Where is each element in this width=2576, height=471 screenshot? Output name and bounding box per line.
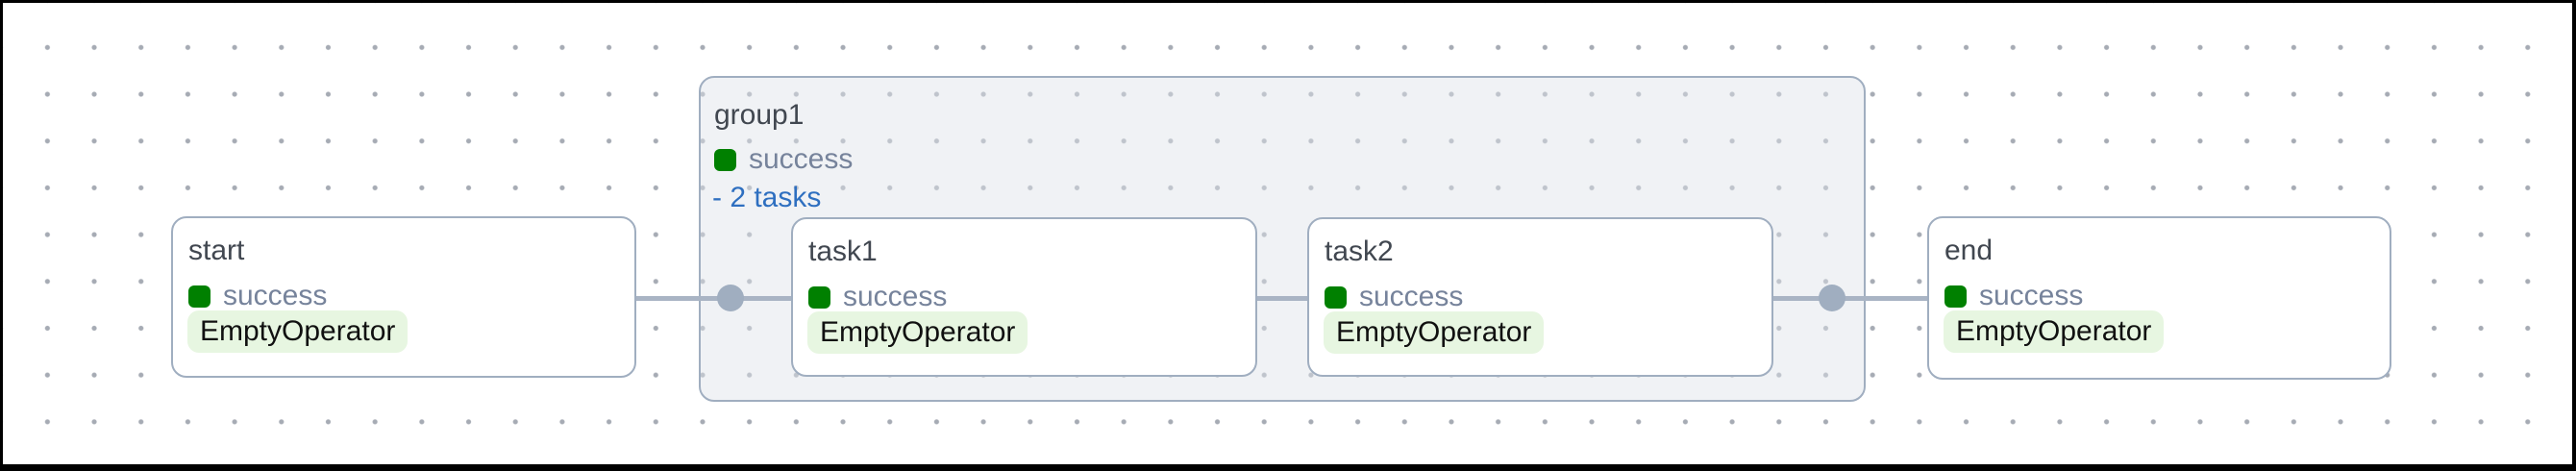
task-title: start: [188, 235, 245, 266]
task-operator-row: EmptyOperator: [807, 311, 1028, 354]
task-status-row: success: [1944, 282, 2083, 310]
task-status-label: success: [843, 281, 948, 312]
group-status-row: success: [714, 145, 853, 174]
group-status-label: success: [749, 143, 854, 175]
task-title: task1: [808, 236, 878, 267]
edge-task2-to-end: [1773, 296, 1927, 301]
task-status-label: success: [1979, 280, 2084, 311]
operator-badge: EmptyOperator: [1324, 311, 1545, 354]
group-input-port: [717, 285, 744, 311]
edge-start-to-task1: [636, 296, 791, 301]
task-operator-row: EmptyOperator: [1324, 311, 1545, 354]
success-status-square-icon: [714, 148, 736, 171]
task-node-end[interactable]: end success EmptyOperator: [1927, 216, 2391, 380]
success-status-square-icon: [188, 285, 211, 308]
task-node-start[interactable]: start success EmptyOperator: [171, 216, 636, 378]
operator-badge: EmptyOperator: [807, 311, 1028, 354]
task-operator-row: EmptyOperator: [1944, 310, 2165, 353]
task-title: task2: [1325, 236, 1394, 267]
task-status-row: success: [1325, 283, 1463, 311]
task-node-task1[interactable]: task1 success EmptyOperator: [791, 217, 1257, 377]
task-status-label: success: [1359, 281, 1464, 312]
group-title: group1: [714, 99, 805, 131]
group-collapse-toggle[interactable]: - 2 tasks: [712, 182, 822, 213]
operator-badge: EmptyOperator: [187, 310, 409, 353]
task-status-label: success: [223, 280, 328, 311]
group-output-port: [1819, 285, 1845, 311]
task-node-task2[interactable]: task2 success EmptyOperator: [1307, 217, 1773, 377]
operator-badge: EmptyOperator: [1944, 310, 2165, 353]
task-status-row: success: [808, 283, 947, 311]
success-status-square-icon: [1944, 285, 1967, 308]
success-status-square-icon: [1325, 285, 1347, 309]
task-status-row: success: [188, 282, 327, 310]
task-operator-row: EmptyOperator: [187, 310, 409, 353]
edge-task1-to-task2: [1257, 296, 1307, 301]
task-title: end: [1944, 235, 1994, 266]
success-status-square-icon: [808, 285, 830, 309]
